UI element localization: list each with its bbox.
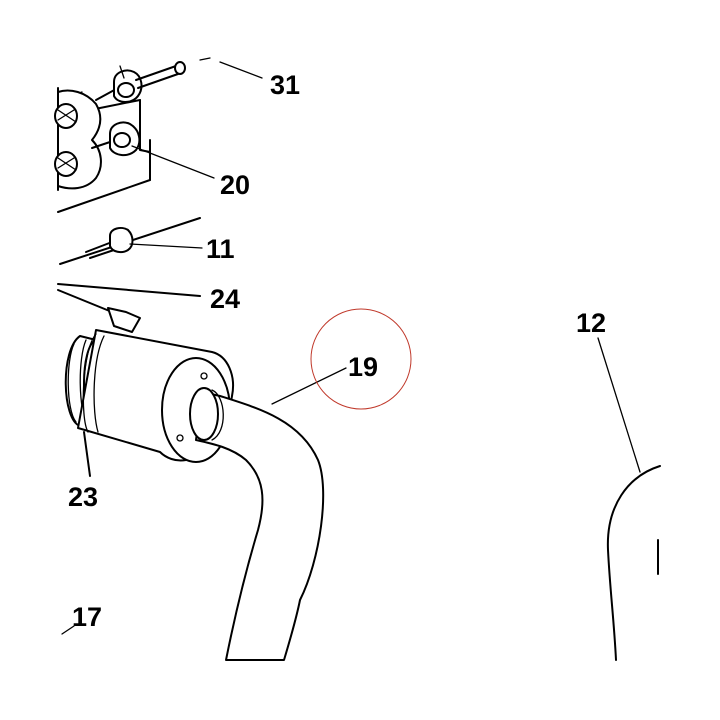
label-24: 24 bbox=[210, 284, 240, 314]
part-31-nut bbox=[95, 57, 263, 103]
part-11-bolt bbox=[59, 217, 203, 265]
mounting-bracket bbox=[54, 87, 151, 213]
label-20: 20 bbox=[220, 170, 250, 200]
label-11: 11 bbox=[206, 234, 235, 264]
part-12-pipe bbox=[606, 465, 661, 661]
label-23: 23 bbox=[68, 482, 98, 512]
label-12: 12 bbox=[576, 308, 606, 338]
part-20-nut bbox=[91, 121, 215, 179]
label-19: 19 bbox=[348, 352, 378, 382]
label-17: 17 bbox=[72, 602, 102, 632]
part-19-exhaust-pipe bbox=[189, 387, 325, 661]
part-23-clamp bbox=[64, 307, 141, 477]
label-31: 31 bbox=[270, 70, 300, 100]
leader-lines bbox=[61, 337, 641, 635]
highlight-circle bbox=[310, 308, 412, 410]
part-24-leader bbox=[57, 283, 201, 313]
